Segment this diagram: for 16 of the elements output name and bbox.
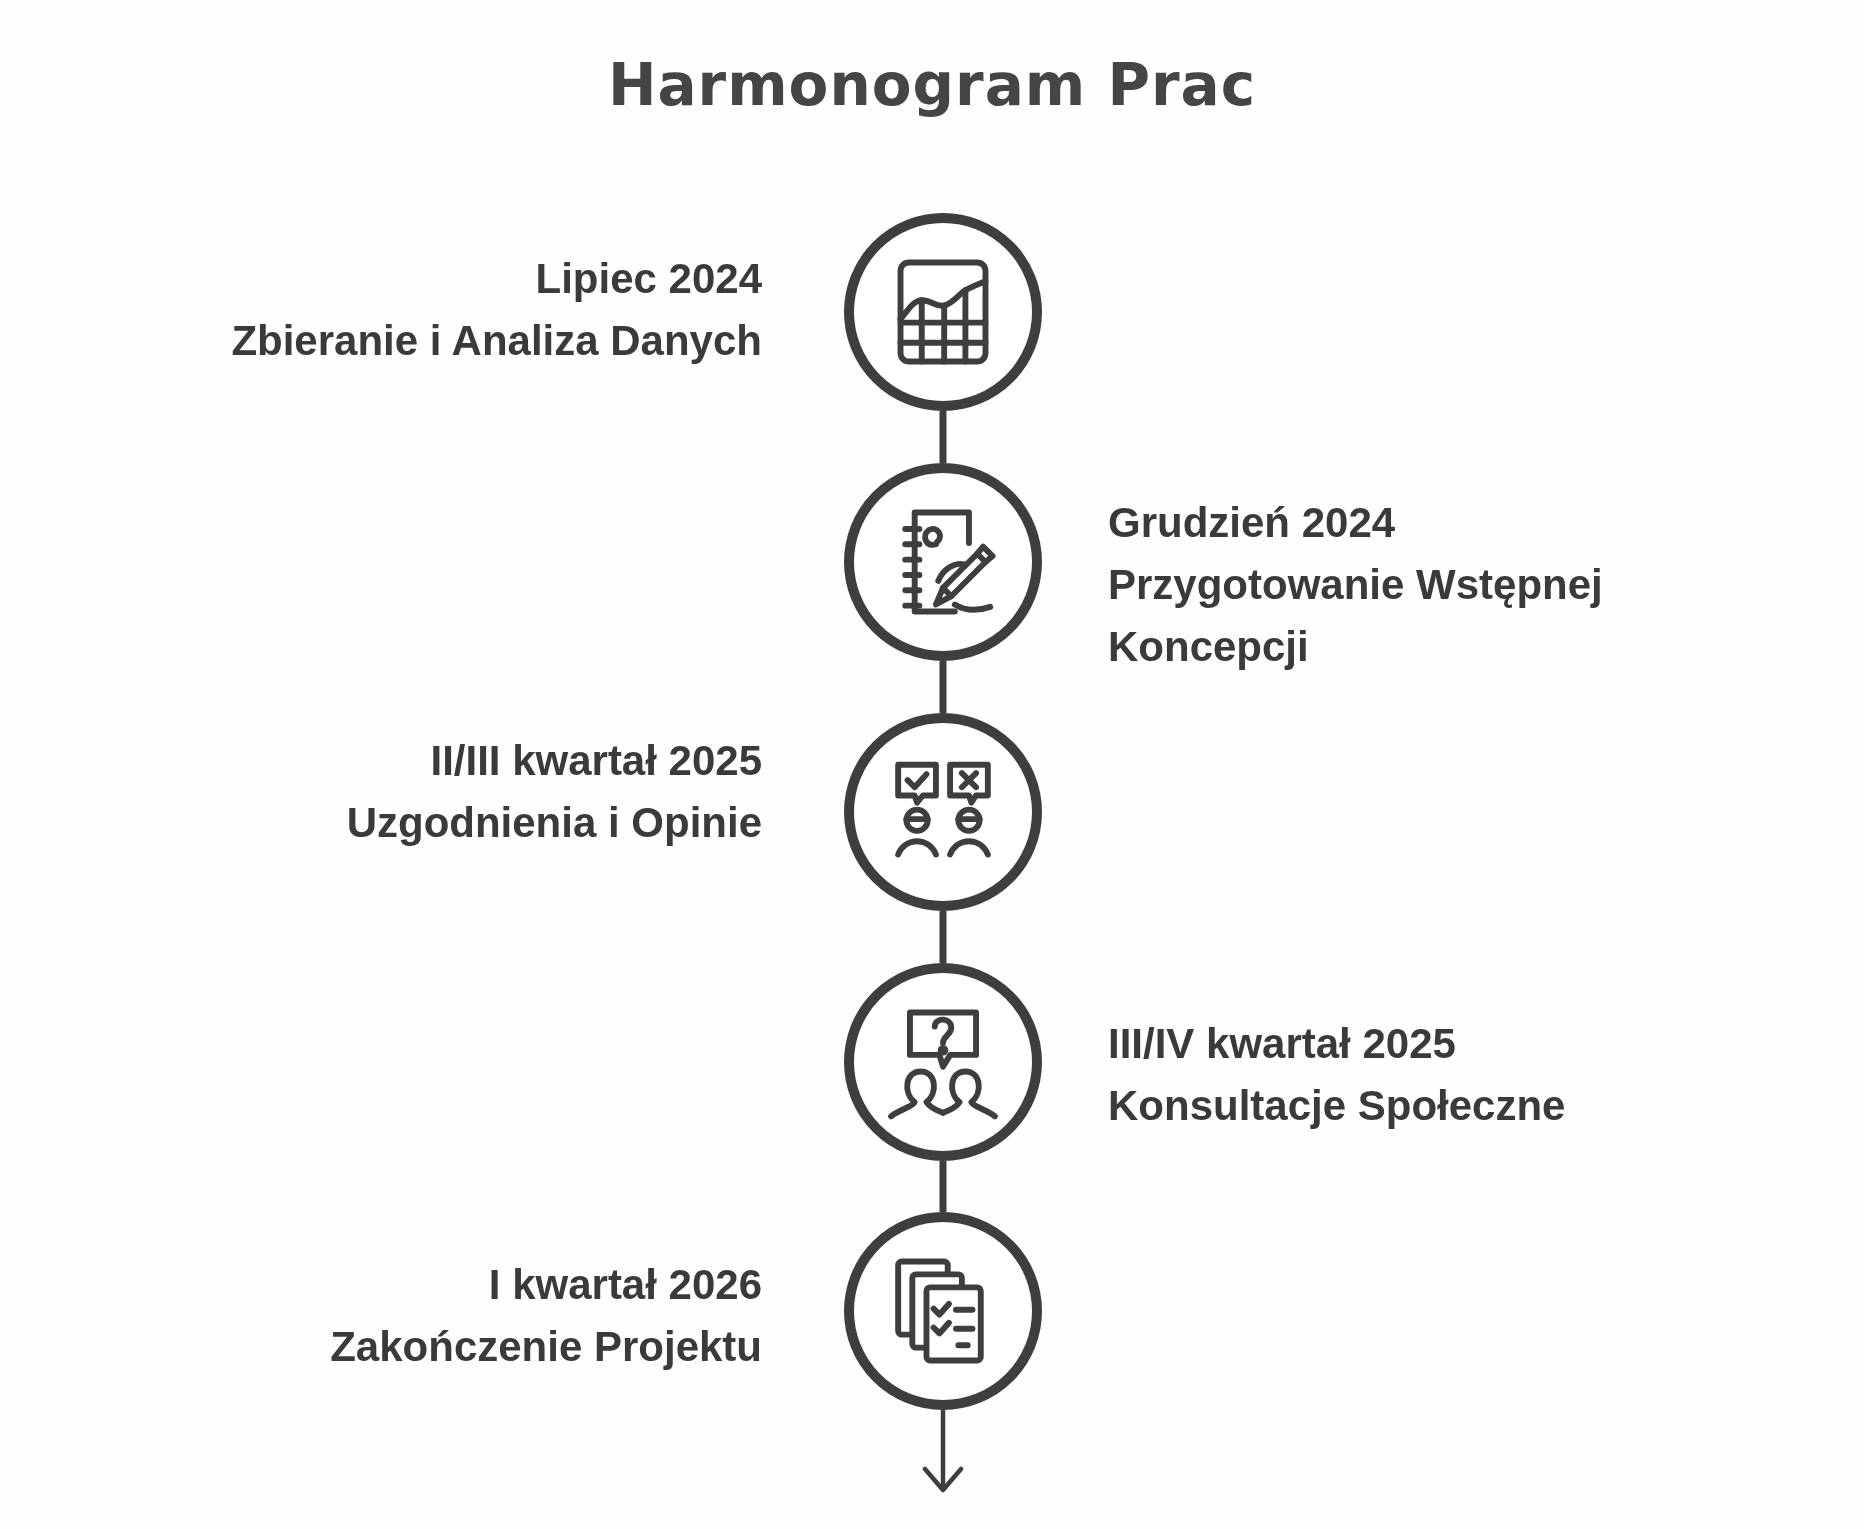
connector-line <box>939 1161 947 1212</box>
phase-title: Przygotowanie Wstępnej Koncepcji <box>1108 560 1604 672</box>
connector-line <box>939 911 947 963</box>
date-heading: Grudzień 2024 <box>1108 498 1396 548</box>
phase-title: Konsultacje Społeczne <box>1108 1081 1566 1131</box>
connector-line <box>939 661 947 713</box>
date-heading: Lipiec 2024 <box>535 254 762 304</box>
arrow <box>922 1410 964 1493</box>
diagram-title: Harmonogram Prac <box>607 50 1257 120</box>
phase-title: Uzgodnienia i Opinie <box>346 798 762 848</box>
date-heading: I kwartał 2026 <box>488 1260 762 1310</box>
connector-line <box>939 411 947 463</box>
phase-title: Zakończenie Projektu <box>330 1322 762 1372</box>
date-heading: II/III kwartał 2025 <box>430 736 762 786</box>
phase-title: Zbieranie i Analiza Danych <box>231 316 762 366</box>
date-heading: III/IV kwartał 2025 <box>1108 1019 1456 1069</box>
